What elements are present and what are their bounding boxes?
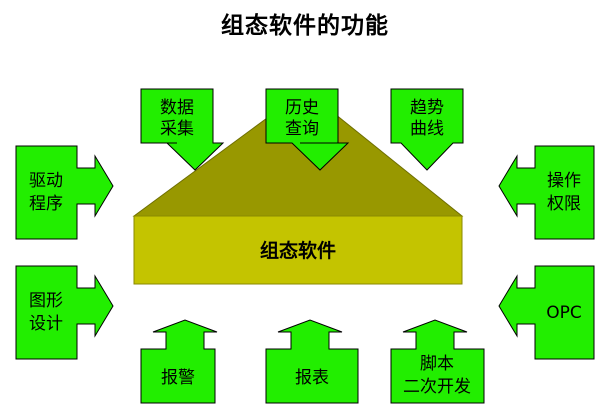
node-permission-line1: 操作	[547, 171, 581, 191]
node-driver-line1: 驱动	[29, 171, 63, 191]
node-graphic-design[interactable]: 图形 设计	[15, 265, 114, 360]
node-opc-line1: OPC	[546, 303, 582, 323]
node-report[interactable]: 报表	[265, 319, 359, 404]
diagram-title: 组态软件的功能	[221, 13, 389, 39]
node-permission-line2: 权限	[547, 194, 581, 214]
node-history-query[interactable]: 历史 查询	[265, 88, 350, 171]
node-script-line1: 脚本	[420, 354, 454, 374]
node-trend-curve-line2: 曲线	[410, 119, 444, 139]
node-driver[interactable]: 驱动 程序	[15, 145, 114, 240]
node-history-query-line1: 历史	[285, 98, 319, 118]
node-script-line2: 二次开发	[403, 377, 471, 397]
node-alarm-line1: 报警	[161, 368, 195, 388]
node-driver-line2: 程序	[29, 194, 63, 214]
central-block-front	[133, 215, 463, 285]
node-report-line1: 报表	[295, 368, 329, 388]
node-history-query-line2: 查询	[285, 119, 319, 139]
node-graphic-design-line1: 图形	[29, 291, 63, 311]
node-data-acquisition[interactable]: 数据 采集	[140, 88, 225, 171]
node-permission[interactable]: 操作 权限	[498, 145, 595, 240]
node-data-acquisition-line1: 数据	[160, 98, 194, 118]
node-alarm[interactable]: 报警	[140, 319, 218, 404]
node-trend-curve-line1: 趋势	[410, 98, 444, 118]
node-script[interactable]: 脚本 二次开发	[390, 319, 485, 404]
node-opc[interactable]: OPC	[498, 265, 595, 360]
node-data-acquisition-line2: 采集	[160, 119, 194, 139]
node-trend-curve[interactable]: 趋势 曲线	[390, 88, 464, 171]
central-block-label: 组态软件	[260, 239, 336, 262]
node-graphic-design-line2: 设计	[29, 314, 63, 334]
central-block: 组态软件	[132, 109, 464, 285]
